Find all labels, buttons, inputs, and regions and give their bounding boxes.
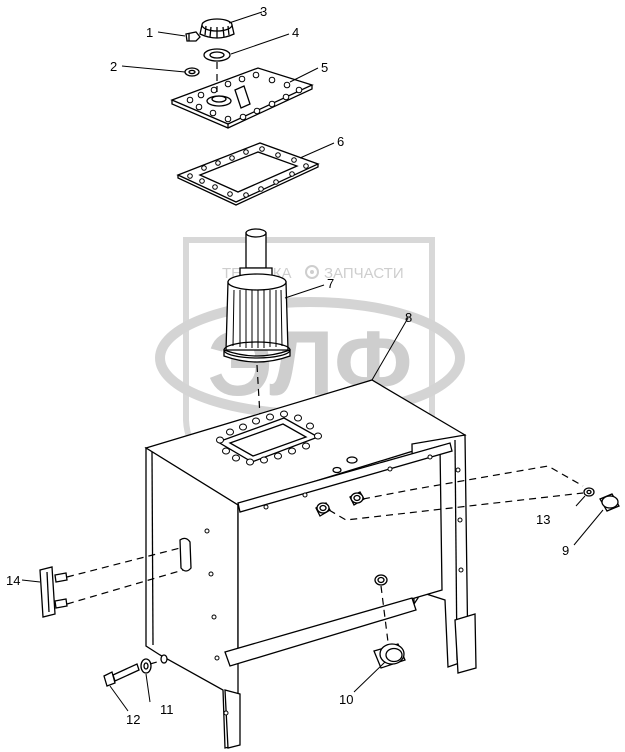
callout-4: 4: [292, 25, 299, 40]
assembly-axis-line: [256, 364, 263, 451]
callout-6: 6: [337, 134, 344, 149]
callout-labels: 1 2 3 4 5 6 7 8 9 10 11 12 13 14: [6, 4, 569, 727]
callout-12: 12: [126, 712, 140, 727]
gear-icon: [305, 265, 319, 279]
part-5-cover-plate: [170, 67, 314, 129]
part-2-washer: [184, 67, 200, 77]
watermark-top-right: ЗАПЧАСТИ: [324, 265, 404, 282]
callout-14: 14: [6, 573, 20, 588]
port-connection-line-2: [362, 465, 584, 500]
leader-lines: [21, 11, 604, 712]
callout-9: 9: [562, 543, 569, 558]
part-13-washer: [583, 487, 595, 497]
part-1-nut: [185, 31, 201, 42]
part-7-filter: [223, 228, 291, 363]
callout-11: 11: [160, 702, 174, 717]
callout-8: 8: [405, 310, 412, 325]
part-10-drain-plug: [373, 585, 406, 669]
front-wall-bolt-hole: [160, 654, 168, 664]
part-6-gasket: [176, 142, 320, 206]
part-3-knurled-cap: [199, 18, 235, 39]
part-14-sight-gauge: [39, 547, 184, 618]
callout-13: 13: [536, 512, 550, 527]
callout-3: 3: [260, 4, 267, 19]
callout-10: 10: [339, 692, 353, 707]
tank-ports: [315, 491, 388, 586]
part-9-plug: [599, 493, 620, 512]
part-12-bolt: [103, 659, 165, 687]
callout-2: 2: [110, 59, 117, 74]
part-8-tank: [144, 379, 477, 749]
callout-5: 5: [321, 60, 328, 75]
part-11-washer: [140, 658, 152, 674]
callout-7: 7: [327, 276, 334, 291]
callout-1: 1: [146, 25, 153, 40]
part-4-ring: [203, 48, 231, 62]
port-connection-line: [328, 492, 584, 521]
